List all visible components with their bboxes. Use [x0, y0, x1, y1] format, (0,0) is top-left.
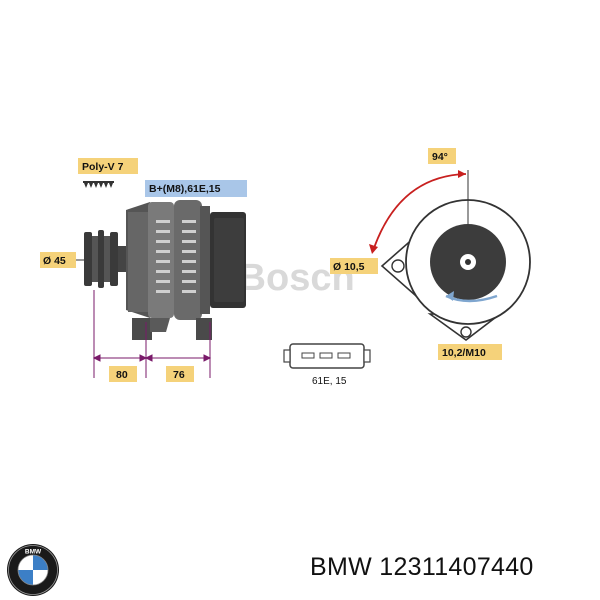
- terminal-label-text: B+(M8),61E,15: [149, 183, 221, 195]
- connector-label: 61E, 15: [312, 376, 347, 387]
- belt-label-text: Poly-V 7: [82, 161, 124, 173]
- angle-label: 94°: [428, 148, 456, 164]
- belt-profile-icon: [83, 181, 114, 188]
- alternator-side-view: [84, 200, 246, 340]
- stator: [148, 200, 212, 340]
- pulley-diameter-label: Ø 45: [40, 252, 84, 268]
- mount-hole-text: Ø 10,5: [333, 261, 365, 273]
- terminal-label: B+(M8),61E,15: [145, 180, 247, 197]
- connector-icon: [283, 343, 371, 369]
- bmw-logo-icon: BMW: [7, 544, 59, 596]
- svg-text:BMW: BMW: [25, 549, 42, 556]
- front-housing: [126, 202, 152, 340]
- brand-part-number: BMW 12311407440: [310, 553, 534, 581]
- thread-label: 10,2/M10: [438, 344, 502, 360]
- dim-a-text: 80: [116, 369, 128, 381]
- rotation-direction-arrow: [445, 291, 498, 303]
- rear-cover: [210, 212, 246, 308]
- angle-text: 94°: [432, 151, 448, 163]
- pulley-diameter-text: Ø 45: [43, 255, 66, 267]
- dim-a-label: 80: [109, 366, 137, 382]
- pulley: [84, 230, 126, 288]
- thread-text: 10,2/M10: [442, 347, 486, 359]
- alternator-rear-view: [380, 199, 531, 341]
- angle-arc: [369, 170, 469, 254]
- dim-b-label: 76: [166, 366, 194, 382]
- belt-label: Poly-V 7: [78, 158, 138, 188]
- dim-b-text: 76: [173, 369, 185, 381]
- dimension-lines: [92, 290, 212, 378]
- mount-hole-label: Ø 10,5: [330, 258, 378, 274]
